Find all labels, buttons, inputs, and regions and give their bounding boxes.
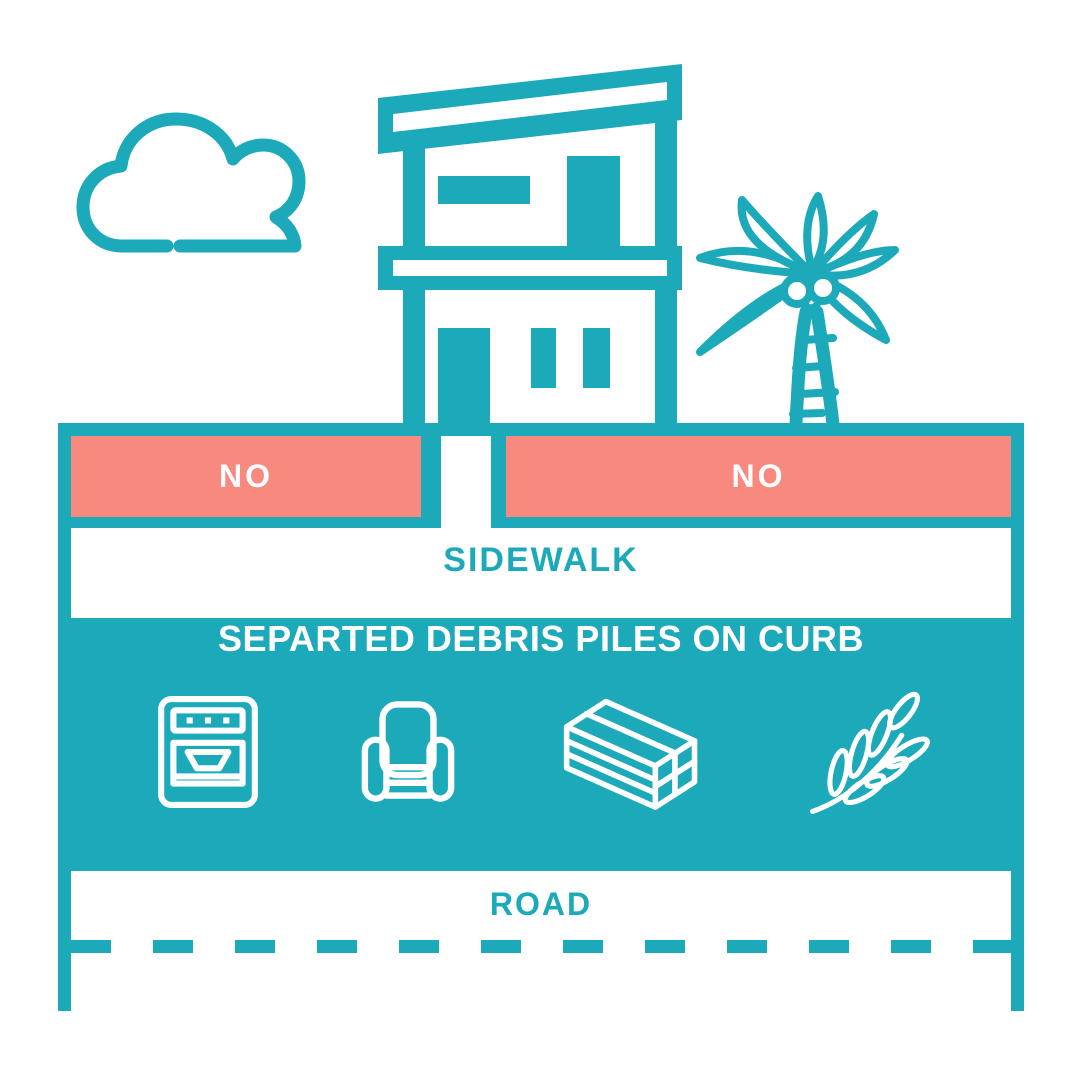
walkway-frame-left — [421, 436, 441, 517]
walkway-opening — [441, 517, 491, 528]
curb-edge-left — [71, 517, 441, 528]
road-label: ROAD — [489, 886, 593, 922]
road-center-dashed-line — [71, 940, 1011, 953]
road-band: ROAD — [71, 885, 1011, 1038]
walkway — [441, 436, 491, 517]
no-zone-right: NO — [506, 436, 1011, 517]
appliance-icon — [158, 696, 258, 808]
no-zone-left: NO — [71, 436, 421, 517]
armchair-icon — [361, 701, 455, 802]
walkway-frame-right — [491, 436, 506, 517]
curb-section-title: SEPARTED DEBRIS PILES ON CURB — [218, 618, 864, 659]
cloud-icon — [76, 112, 306, 253]
no-zone-left-label: NO — [219, 458, 273, 494]
vegetation-branch-icon — [810, 691, 930, 814]
sidewalk-band: SIDEWALK — [71, 528, 1011, 592]
debris-icons-row — [71, 682, 1011, 822]
sidewalk-label: SIDEWALK — [443, 540, 639, 579]
curb-edge-right — [491, 517, 1011, 528]
palm-tree-icon — [696, 192, 899, 431]
curbside-diagram: NO NO SIDEWALK SEPARTED DEBRIS PILES ON … — [58, 423, 1024, 1038]
house-icon — [378, 64, 682, 436]
no-zone-row: NO NO — [71, 436, 1011, 517]
curb-section: SEPARTED DEBRIS PILES ON CURB — [71, 618, 1011, 871]
curb-edge-strip — [71, 517, 1011, 528]
no-zone-right-label: NO — [731, 458, 786, 494]
lumber-icon — [563, 698, 698, 810]
